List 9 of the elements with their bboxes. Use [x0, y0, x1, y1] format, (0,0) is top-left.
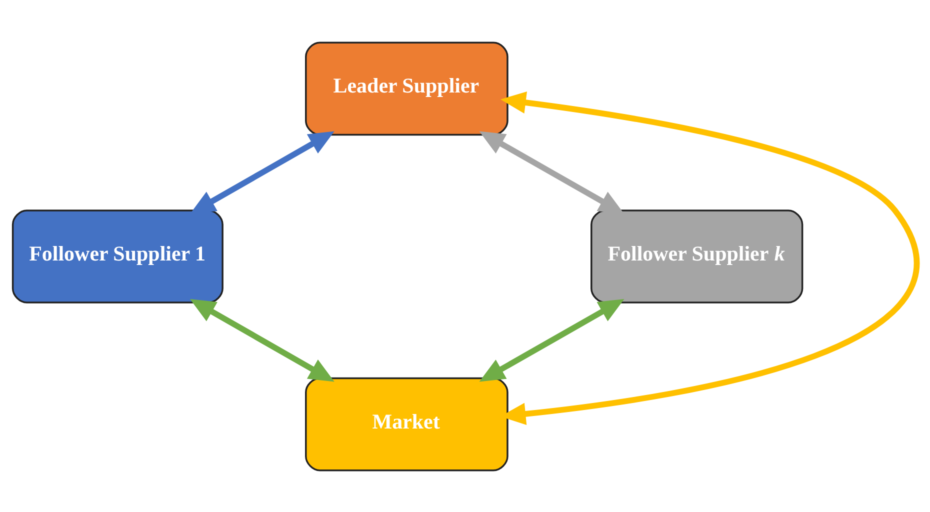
node-box: Leader Supplier: [305, 41, 508, 136]
arrow: [190, 298, 334, 382]
node-box: Market: [305, 376, 508, 471]
node-box: Follower Supplier k: [590, 209, 804, 303]
arrow: [479, 298, 624, 382]
arrow: [190, 130, 334, 214]
node-box: Follower Supplier 1: [12, 209, 224, 303]
arrow: [479, 130, 624, 214]
arrow: [500, 91, 918, 424]
